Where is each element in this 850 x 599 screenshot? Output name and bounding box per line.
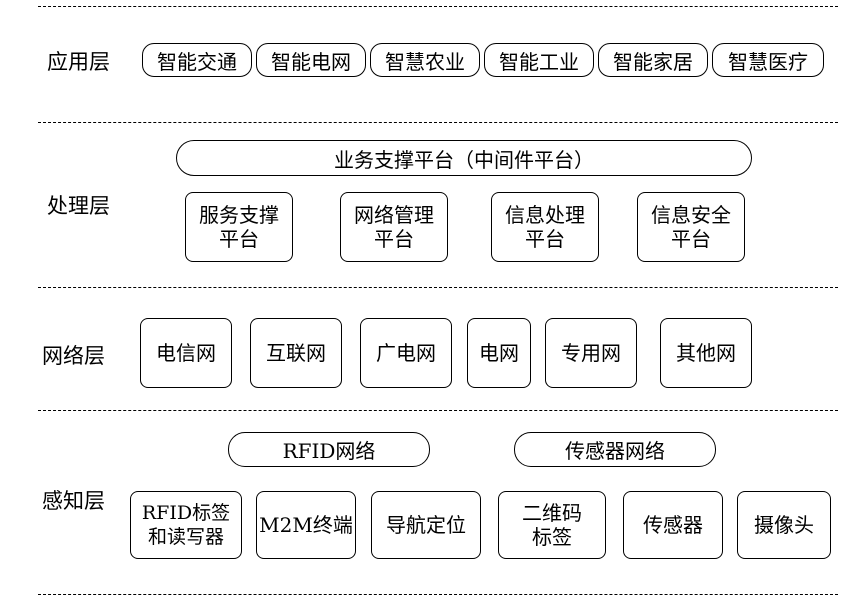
network-box: 互联网 — [250, 318, 342, 388]
perception-device-box: 导航定位 — [371, 491, 481, 559]
network-box: 电网 — [467, 318, 531, 388]
application-layer-label: 应用层 — [47, 50, 110, 74]
separator-line — [38, 287, 838, 288]
separator-line — [38, 6, 838, 7]
separator-line — [38, 122, 838, 123]
network-box: 其他网 — [660, 318, 752, 388]
network-layer-label: 网络层 — [42, 344, 105, 368]
processing-platform-box: 网络管理 平台 — [340, 192, 448, 262]
perception-layer-label: 感知层 — [42, 489, 105, 513]
perception-device-box: M2M终端 — [256, 491, 356, 559]
perception-device-box: 二维码 标签 — [498, 491, 606, 559]
network-box: 电信网 — [140, 318, 232, 388]
separator-line — [38, 594, 838, 595]
perception-group-pill: RFID网络 — [228, 432, 430, 467]
perception-device-box: 摄像头 — [737, 491, 831, 559]
app-item: 智能电网 — [256, 43, 366, 77]
app-item: 智慧农业 — [370, 43, 480, 77]
separator-line — [38, 410, 838, 411]
network-box: 广电网 — [360, 318, 452, 388]
app-item: 智能工业 — [484, 43, 594, 77]
middleware-platform: 业务支撑平台（中间件平台） — [176, 140, 752, 176]
perception-device-box: RFID标签 和读写器 — [130, 491, 242, 559]
app-item: 智能家居 — [598, 43, 708, 77]
perception-device-box: 传感器 — [623, 491, 723, 559]
app-item: 智慧医疗 — [712, 43, 824, 77]
processing-platform-box: 信息安全 平台 — [637, 192, 745, 262]
processing-platform-box: 信息处理 平台 — [491, 192, 599, 262]
processing-layer-label: 处理层 — [47, 194, 110, 218]
app-item: 智能交通 — [142, 43, 252, 77]
perception-group-pill: 传感器网络 — [514, 432, 716, 467]
processing-platform-box: 服务支撑 平台 — [185, 192, 293, 262]
network-box: 专用网 — [545, 318, 637, 388]
